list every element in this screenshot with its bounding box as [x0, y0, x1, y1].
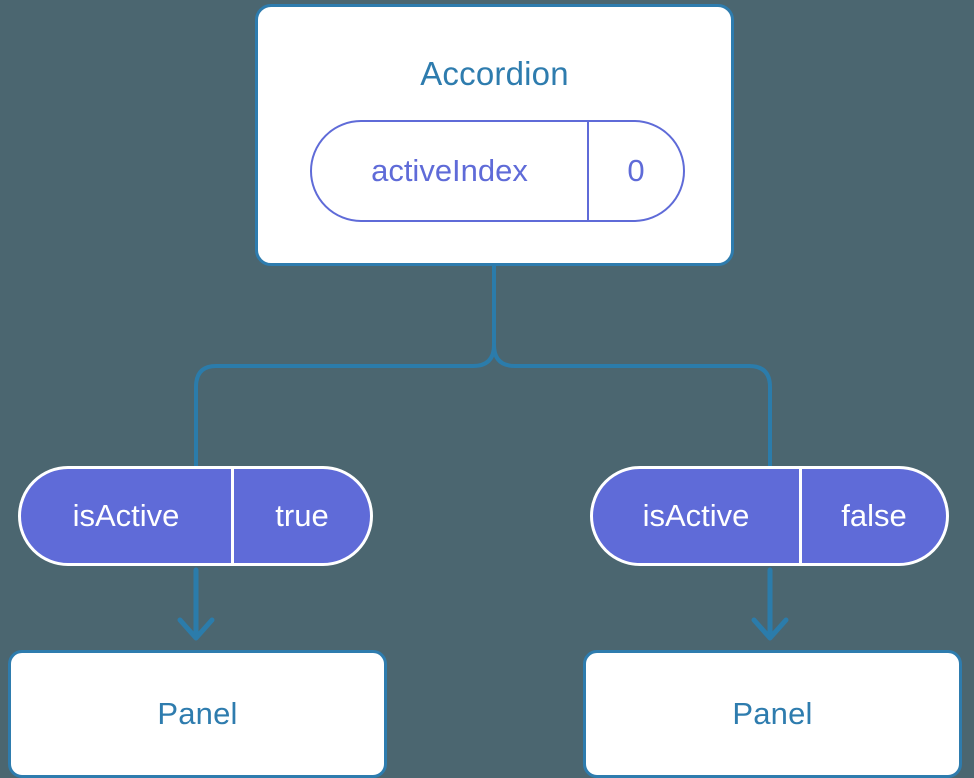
accordion-state-key: activeIndex	[312, 122, 589, 220]
connector-bus-left	[194, 343, 496, 468]
right-panel-card-title: Panel	[732, 696, 813, 731]
accordion-state-badge: activeIndex 0	[310, 120, 685, 222]
accordion-state-value: 0	[627, 153, 645, 188]
right-panel-card: Panel	[583, 650, 962, 778]
arrow-left-head-icon	[177, 617, 215, 641]
accordion-card-title: Accordion	[420, 55, 569, 92]
left-panel-prop-value: true	[275, 498, 329, 533]
connector-bus-right	[492, 343, 772, 468]
right-panel-prop-value: false	[841, 498, 907, 533]
left-panel-prop-key: isActive	[21, 469, 234, 563]
right-panel-prop-badge: isActive false	[590, 466, 949, 566]
right-panel-prop-key: isActive	[593, 469, 802, 563]
left-panel-prop-badge: isActive true	[18, 466, 373, 566]
arrow-right-head-icon	[751, 617, 789, 641]
left-panel-card-title: Panel	[157, 696, 238, 731]
left-panel-card: Panel	[8, 650, 387, 778]
accordion-card: Accordion activeIndex 0	[255, 4, 734, 266]
